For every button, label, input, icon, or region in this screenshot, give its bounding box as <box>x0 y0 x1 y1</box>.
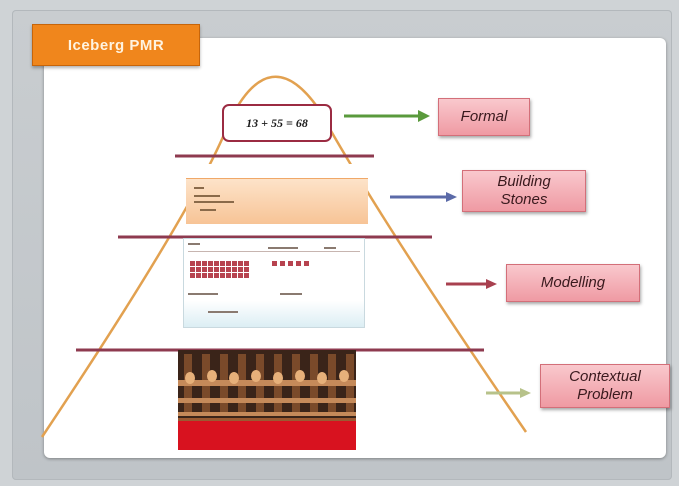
label-formal-text: Formal <box>460 108 508 125</box>
modelling-image <box>183 238 365 328</box>
label-building-stones-line1: Building <box>497 173 551 190</box>
iceberg-outline <box>40 75 528 438</box>
label-building-stones: Building Stones <box>462 170 586 212</box>
label-contextual-problem-line2: Problem <box>577 386 633 403</box>
label-formal: Formal <box>438 98 530 136</box>
arrow-right-icon <box>344 110 430 122</box>
label-contextual-problem: Contextual Problem <box>540 364 670 408</box>
label-building-stones-line2: Stones <box>500 191 548 208</box>
equation-box: 13 + 55 = 68 <box>222 104 332 142</box>
label-modelling: Modelling <box>506 264 640 302</box>
arrow-right-icon <box>446 279 497 289</box>
arrow-right-icon <box>486 388 531 398</box>
contextual-problem-photo <box>178 350 356 450</box>
building-stones-image <box>186 164 368 224</box>
slide-title: Iceberg PMR <box>32 24 200 66</box>
arrow-right-icon <box>390 192 457 202</box>
label-modelling-text: Modelling <box>540 274 606 291</box>
label-contextual-problem-line1: Contextual <box>569 368 641 385</box>
